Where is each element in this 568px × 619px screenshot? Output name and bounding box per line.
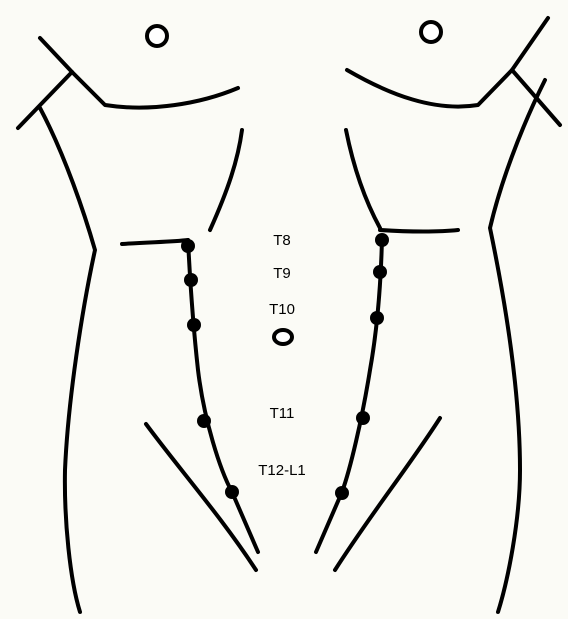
right-t11-dot-icon [356,411,370,425]
left-t8-dot-icon [181,239,195,253]
left-torso-figure [18,26,258,612]
right-torso-outer-line [490,80,545,612]
umbilicus-marker-icon [274,330,292,344]
right-neck-marker-icon [421,22,441,42]
right-spinal-curve-line [316,238,382,552]
label-t11: T11 [270,405,295,422]
left-inguinal-line [146,424,256,570]
left-t12-dot-icon [225,485,239,499]
right-inguinal-line [335,418,440,570]
right-shoulder-line [347,18,548,107]
right-t9-dot-icon [373,265,387,279]
left-t10-dot-icon [187,318,201,332]
left-t9-dot-icon [184,273,198,287]
right-t12-dot-icon [335,486,349,500]
right-chest-line [346,130,380,228]
label-t12-l1: T12-L1 [258,462,306,479]
left-rib-margin-line [122,240,188,244]
left-torso-outer-line [40,108,95,612]
right-t8-dot-icon [375,233,389,247]
right-t10-dot-icon [370,311,384,325]
right-torso-figure [316,18,560,612]
left-neck-marker-icon [147,26,167,46]
left-t11-dot-icon [197,414,211,428]
left-spinal-curve-line [188,240,258,552]
label-t9: T9 [273,265,291,282]
right-rib-margin-line [380,230,458,232]
label-t8: T8 [273,232,291,249]
label-t10: T10 [269,301,295,318]
left-chest-line [210,130,242,230]
